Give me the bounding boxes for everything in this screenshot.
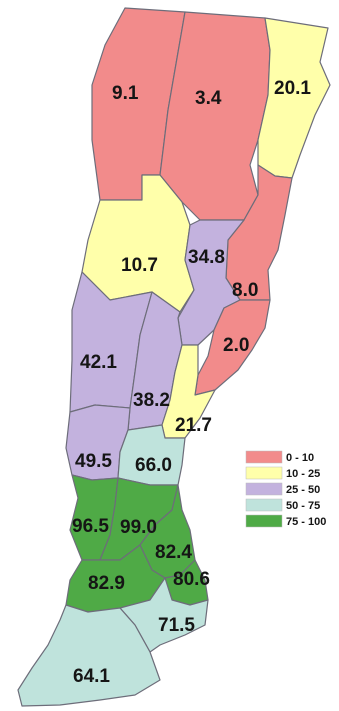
region-r18[interactable] — [119, 577, 209, 653]
value-r02: 3.4 — [195, 88, 222, 109]
region-values: 9.1 3.4 20.1 10.7 34.8 8.0 2.0 42.1 38.2… — [72, 78, 311, 687]
map-regions — [17, 7, 331, 707]
value-r08: 42.1 — [80, 352, 117, 373]
value-r04: 10.7 — [121, 255, 158, 276]
region-r12[interactable] — [117, 424, 186, 486]
value-r15: 82.4 — [155, 542, 192, 563]
legend-swatch-3 — [245, 498, 283, 512]
legend-label-0: 0 - 10 — [286, 452, 314, 464]
legend-label-4: 75 - 100 — [286, 516, 326, 528]
value-r03: 20.1 — [274, 78, 311, 99]
legend-swatch-1 — [245, 466, 283, 480]
legend-label-1: 10 - 25 — [286, 468, 320, 480]
legend-swatch-2 — [245, 482, 283, 496]
legend-swatch-0 — [245, 450, 283, 464]
legend-swatch-4 — [245, 514, 283, 528]
value-r10: 21.7 — [175, 415, 212, 436]
region-r05[interactable] — [177, 219, 245, 346]
value-r07: 2.0 — [223, 335, 249, 356]
value-r14: 99.0 — [120, 517, 157, 538]
legend-label-2: 25 - 50 — [286, 484, 320, 496]
value-r09: 38.2 — [133, 390, 170, 411]
value-r17: 80.6 — [173, 569, 210, 590]
value-r05: 34.8 — [188, 247, 225, 268]
value-r19: 64.1 — [73, 666, 110, 687]
region-r10[interactable] — [161, 344, 216, 439]
value-r16: 82.9 — [88, 573, 125, 594]
value-r13: 96.5 — [72, 516, 109, 537]
value-r01: 9.1 — [112, 83, 139, 104]
legend-label-3: 50 - 75 — [286, 500, 320, 512]
value-r11: 49.5 — [75, 451, 112, 472]
legend: 0 - 10 10 - 25 25 - 50 50 - 75 75 - 100 — [245, 450, 326, 528]
region-r19[interactable] — [17, 604, 161, 707]
value-r06: 8.0 — [232, 280, 258, 301]
value-r12: 66.0 — [135, 455, 172, 476]
value-r18: 71.5 — [158, 615, 195, 636]
